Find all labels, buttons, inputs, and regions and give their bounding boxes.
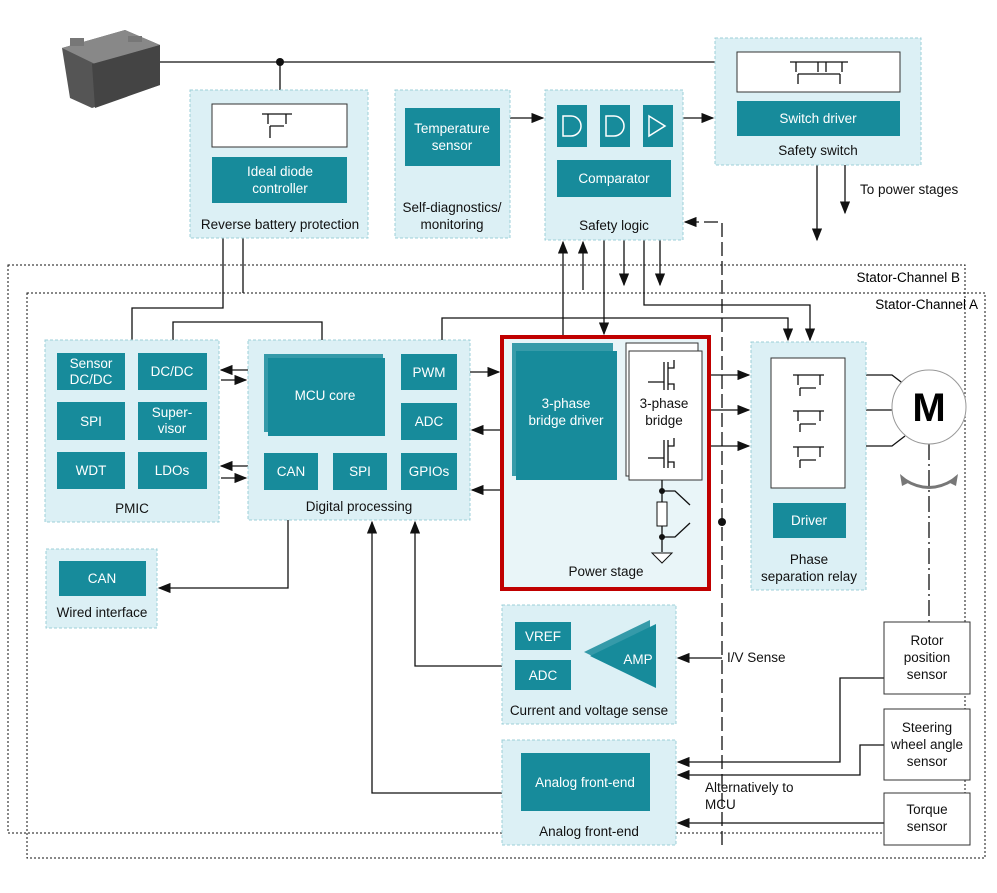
supervisor [138, 402, 207, 440]
wired-interface-label: Wired interface [57, 605, 148, 620]
digital-can-label: CAN [277, 464, 306, 479]
afe-label: Analog front-end [539, 824, 639, 839]
alternatively-label: Alternatively to [705, 780, 794, 795]
relay-label-2: separation relay [761, 569, 857, 584]
relay-driver-label: Driver [791, 513, 828, 528]
comparator [557, 160, 671, 197]
analog-front-end [521, 753, 650, 811]
ideal-diode-label: Ideal diode [247, 164, 313, 179]
safety-logic-label: Safety logic [579, 218, 649, 233]
mcu-core-label: MCU core [295, 388, 356, 403]
supervisor-label: Super- [152, 405, 193, 420]
pmic-spi-label: SPI [80, 414, 102, 429]
torque-label: Torque [906, 802, 947, 817]
dcdc [138, 353, 207, 390]
afe-block-label: Analog front-end [535, 775, 635, 790]
amp-label: AMP [623, 652, 652, 667]
torque-label-2: sensor [907, 819, 948, 834]
digital-spi-label: SPI [349, 464, 371, 479]
stator-channel-a [26, 292, 986, 859]
power-stage-label: Power stage [568, 564, 643, 579]
relay-label: Phase [790, 552, 828, 567]
bridge-label: 3-phase [640, 396, 689, 411]
wdt [57, 452, 125, 489]
pmic-spi [57, 402, 125, 440]
safety-switch-label: Safety switch [778, 143, 858, 158]
steering-label-2: wheel angle [890, 737, 963, 752]
motor [891, 369, 967, 445]
stator-channel-b-label: Stator-Channel B [856, 270, 960, 285]
relay-driver [773, 503, 846, 538]
alternatively-label-2: MCU [705, 797, 736, 812]
self-diag-label-2: monitoring [420, 217, 483, 232]
steering-label-3: sensor [907, 754, 948, 769]
supervisor-label-2: visor [158, 421, 187, 436]
three-phase-bridge [628, 350, 703, 481]
logic-gate-icons [557, 105, 673, 147]
self-diag-label: Self-diagnostics/ [402, 200, 501, 215]
reverse-battery-label: Reverse battery protection [201, 217, 359, 232]
digital-can [264, 453, 318, 490]
vref-label: VREF [525, 629, 561, 644]
torque-sensor [883, 792, 971, 846]
pwm [401, 354, 457, 390]
vref [515, 622, 571, 650]
wdt-label: WDT [76, 463, 107, 478]
to-power-stages-label: To power stages [860, 182, 959, 197]
switch-driver [737, 101, 900, 136]
gpios-label: GPIOs [409, 464, 450, 479]
connections [131, 58, 958, 845]
rotor-label: Rotor [910, 633, 944, 648]
bridge-label-2: bridge [645, 413, 683, 428]
battery-icon [62, 30, 160, 108]
bridge-driver [516, 351, 617, 480]
rotor-label-3: sensor [907, 667, 948, 682]
stator-channel-a-label: Stator-Channel A [875, 297, 978, 312]
rotor-label-2: position [904, 650, 951, 665]
mcu-core [268, 358, 385, 436]
ldos-label: LDOs [155, 463, 190, 478]
dcdc-label: DC/DC [151, 364, 194, 379]
digital-processing-label: Digital processing [306, 499, 413, 514]
sensor-dcdc-label-2: DC/DC [70, 372, 113, 387]
relay-switches [770, 357, 846, 489]
steering-angle-sensor [883, 708, 971, 781]
gpios [401, 453, 457, 490]
shunt-resistor-icon [650, 480, 691, 564]
ideal-diode-label-2: controller [252, 181, 308, 196]
sense-adc-label: ADC [529, 668, 558, 683]
bridge-driver-label: 3-phase [542, 396, 591, 411]
sense-label: Current and voltage sense [510, 703, 668, 718]
bridge-driver-label-2: bridge driver [528, 413, 604, 428]
sensor-dcdc-label: Sensor [70, 356, 113, 371]
temp-label-2: sensor [432, 138, 473, 153]
temp-label: Temperature [414, 121, 490, 136]
digital-adc [401, 403, 457, 440]
pmic-label: PMIC [115, 501, 149, 516]
wired-can [59, 561, 146, 596]
ideal-diode-controller [212, 157, 347, 203]
ldos [138, 452, 207, 489]
wired-can-label: CAN [88, 571, 117, 586]
sense-adc [515, 660, 571, 690]
digital-spi [333, 453, 387, 490]
switch-mosfet-icon [736, 51, 901, 93]
steering-label: Steering [902, 720, 952, 735]
comparator-label: Comparator [578, 171, 650, 186]
rotor-position-sensor [883, 621, 971, 695]
temperature-sensor [405, 108, 500, 166]
stator-channel-b [7, 264, 966, 834]
motor-label: M [912, 386, 945, 430]
switch-driver-label: Switch driver [779, 111, 857, 126]
digital-adc-label: ADC [415, 414, 444, 429]
sensor-dcdc [57, 353, 125, 390]
pwm-label: PWM [413, 365, 446, 380]
iv-sense-label: I/V Sense [727, 650, 786, 665]
